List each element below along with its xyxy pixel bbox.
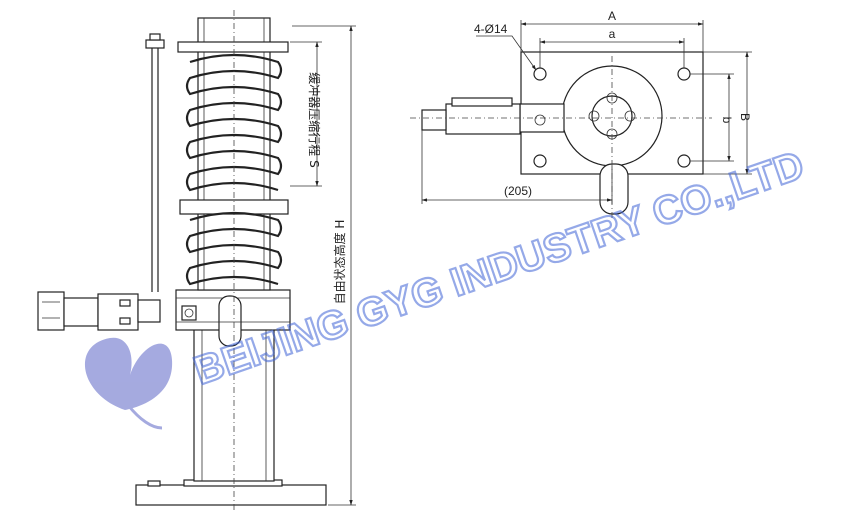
watermark-text: BEIJING GYG INDUSTRY CO.,LTD xyxy=(189,143,810,393)
height-label: 自由状态高度 H xyxy=(332,220,347,305)
side-view xyxy=(37,10,356,512)
dim-205-label: (205) xyxy=(504,184,532,198)
dim-A-label: A xyxy=(608,9,616,23)
dim-b-label: b xyxy=(720,117,734,124)
top-plate xyxy=(177,41,289,53)
mount-hole xyxy=(533,154,547,168)
stroke-label: 缓冲器压缩行程 S xyxy=(307,72,322,167)
hole-spec-label: 4-Ø14 xyxy=(474,22,508,36)
watermark-logo xyxy=(84,337,173,430)
dim-B-label: B xyxy=(738,113,752,121)
side-pin xyxy=(218,295,242,347)
dim-a-label: a xyxy=(609,27,616,41)
base-plate xyxy=(135,484,327,506)
top-view xyxy=(410,20,752,220)
limit-switch xyxy=(37,291,161,331)
